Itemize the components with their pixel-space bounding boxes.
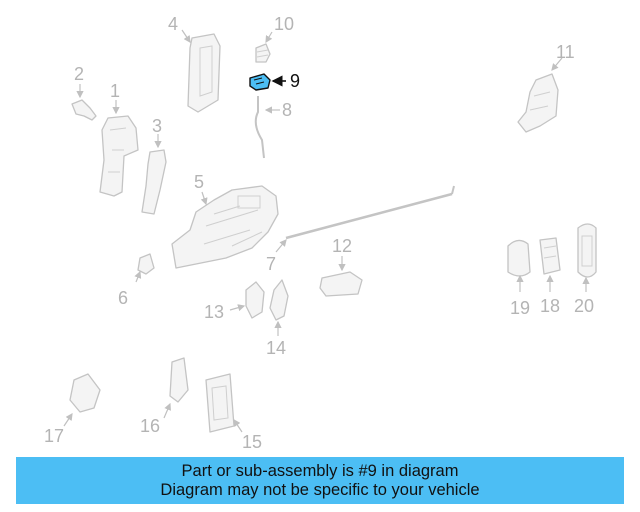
callout-10: 10 xyxy=(274,14,294,34)
part-2 xyxy=(71,84,97,121)
callout-8: 8 xyxy=(282,100,292,120)
callout-9: 9 xyxy=(290,71,300,91)
callout-19: 19 xyxy=(510,298,530,318)
part-10 xyxy=(255,31,273,63)
parts-diagram: 1 2 3 4 5 6 7 8 9 10 11 12 13 14 15 16 1… xyxy=(44,14,597,452)
part-14 xyxy=(269,279,289,336)
info-banner: Part or sub-assembly is #9 in diagram Di… xyxy=(16,457,624,504)
part-8 xyxy=(254,96,280,159)
callout-6: 6 xyxy=(118,288,128,308)
banner-line-1: Part or sub-assembly is #9 in diagram xyxy=(181,461,459,480)
callout-18: 18 xyxy=(540,296,560,316)
banner-line-2: Diagram may not be specific to your vehi… xyxy=(160,480,480,499)
callout-12: 12 xyxy=(332,236,352,256)
part-16 xyxy=(163,357,189,419)
part-12 xyxy=(319,256,363,297)
callout-1: 1 xyxy=(110,81,120,101)
callout-2: 2 xyxy=(74,64,84,84)
part-6 xyxy=(134,253,155,283)
callout-13: 13 xyxy=(204,302,224,322)
part-18 xyxy=(539,237,561,292)
callout-14: 14 xyxy=(266,338,286,358)
callout-16: 16 xyxy=(140,416,160,436)
callout-11: 11 xyxy=(556,42,575,62)
part-7 xyxy=(275,185,455,253)
part-17 xyxy=(63,373,101,427)
callout-5: 5 xyxy=(194,172,204,192)
part-19 xyxy=(507,239,531,292)
callout-4: 4 xyxy=(168,14,178,34)
part-9 xyxy=(249,73,286,91)
callout-3: 3 xyxy=(152,116,162,136)
part-1 xyxy=(99,100,139,197)
part-20 xyxy=(577,223,597,292)
part-5 xyxy=(171,185,279,269)
part-13 xyxy=(229,281,265,319)
callout-20: 20 xyxy=(574,296,594,316)
callout-15: 15 xyxy=(242,432,262,452)
callout-7: 7 xyxy=(266,254,276,274)
part-4 xyxy=(181,29,221,113)
part-3 xyxy=(141,134,167,215)
part-11 xyxy=(517,57,563,133)
callout-17: 17 xyxy=(44,426,64,446)
part-15 xyxy=(205,373,243,433)
